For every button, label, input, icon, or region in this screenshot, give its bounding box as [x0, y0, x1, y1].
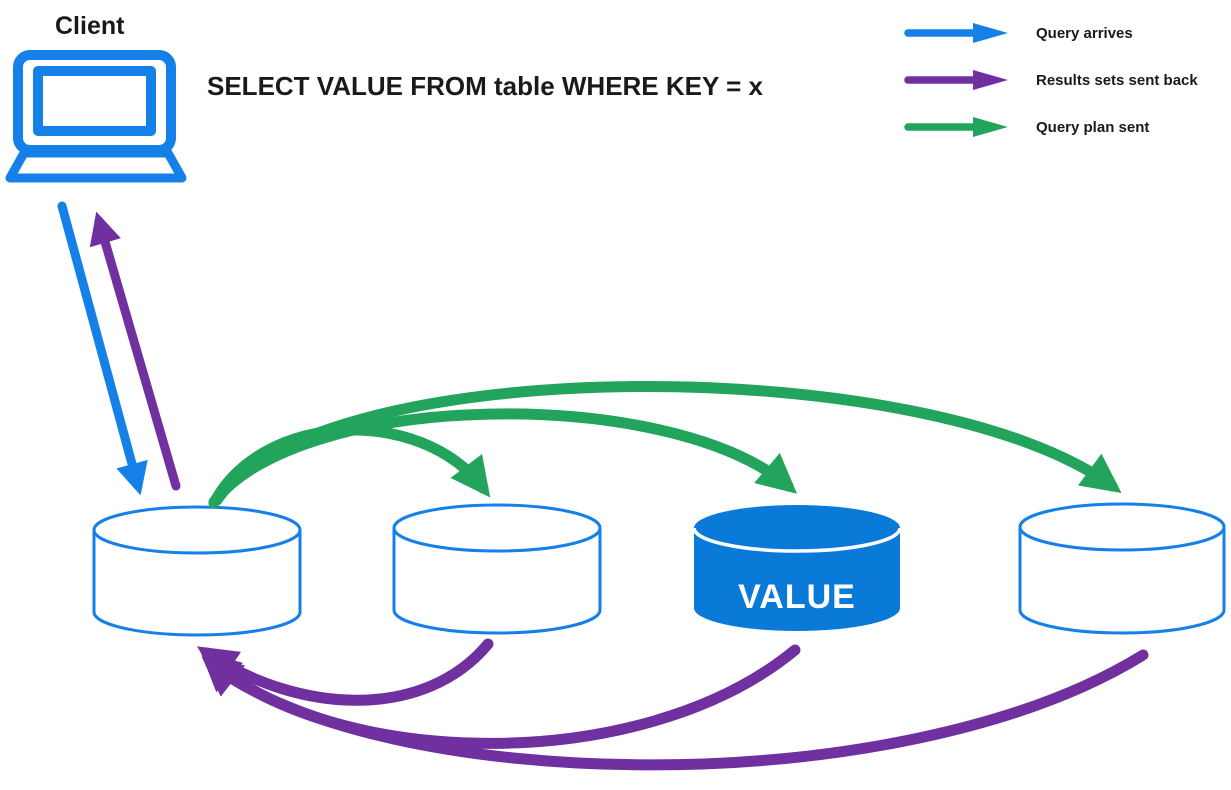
legend: Query arrives Results sets sent back Que… [903, 16, 1198, 144]
database-node-3: VALUE [692, 505, 902, 631]
results-sent-back-arrow-icon [904, 70, 1008, 90]
laptop-screen-inner [33, 66, 156, 136]
database-node-1 [92, 505, 302, 637]
legend-item-label: Results sets sent back [1036, 71, 1198, 89]
value-label: VALUE [738, 578, 856, 616]
query-plan-sent-arrow-icon [904, 117, 1008, 137]
database-node-2 [392, 503, 602, 635]
plan-arrow-node4 [211, 381, 1122, 506]
legend-item-query-arrives: Query arrives [903, 16, 1198, 50]
legend-item-label: Query plan sent [1036, 118, 1150, 136]
query-arrow [57, 201, 148, 496]
result-arrow-node2 [197, 638, 494, 706]
laptop-base [5, 148, 187, 183]
legend-item-query-plan-sent: Query plan sent [903, 110, 1198, 144]
result-arrow-to-client [89, 211, 181, 491]
legend-item-label: Query arrives [1036, 24, 1133, 42]
query-statement: SELECT VALUE FROM table WHERE KEY = x [207, 71, 763, 101]
legend-item-results-sent-back: Results sets sent back [903, 63, 1198, 97]
database-node-4 [1018, 502, 1226, 635]
client-label: Client [55, 12, 125, 40]
plan-arrow-node3 [208, 408, 798, 508]
result-arrow-node4 [201, 649, 1149, 771]
query-arrives-arrow-icon [904, 23, 1008, 43]
laptop-icon [5, 50, 187, 183]
